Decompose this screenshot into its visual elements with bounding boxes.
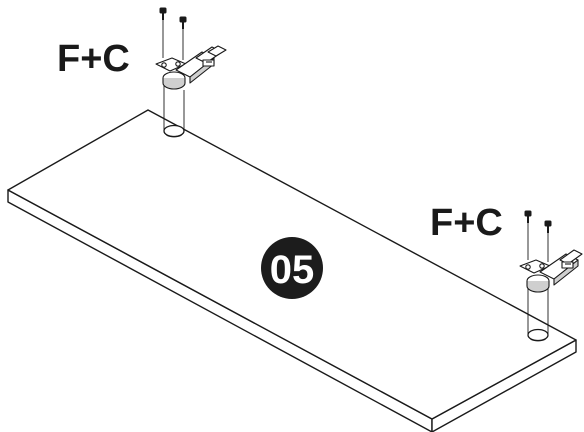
screws-left — [159, 7, 187, 29]
guide-lines — [162, 18, 549, 334]
screws-right — [524, 210, 552, 233]
hinge-hole-left — [163, 124, 185, 138]
hinge-left — [155, 45, 227, 90]
screw-icon — [159, 7, 167, 20]
hinge-hole-right — [527, 328, 549, 342]
screw-icon — [524, 210, 532, 223]
hardware-label-right: F+C — [430, 202, 503, 244]
screw-icon — [544, 220, 552, 233]
hinge-holes — [163, 124, 549, 342]
step-number: 05 — [270, 248, 315, 292]
hardware-label-left: F+C — [57, 38, 130, 80]
hinge-icon — [155, 45, 227, 90]
screw-icon — [179, 16, 187, 29]
hinge-icon — [519, 249, 583, 293]
hinge-right — [519, 249, 583, 293]
step-badge-circle — [261, 237, 323, 299]
step-badge: 05 — [261, 237, 323, 299]
